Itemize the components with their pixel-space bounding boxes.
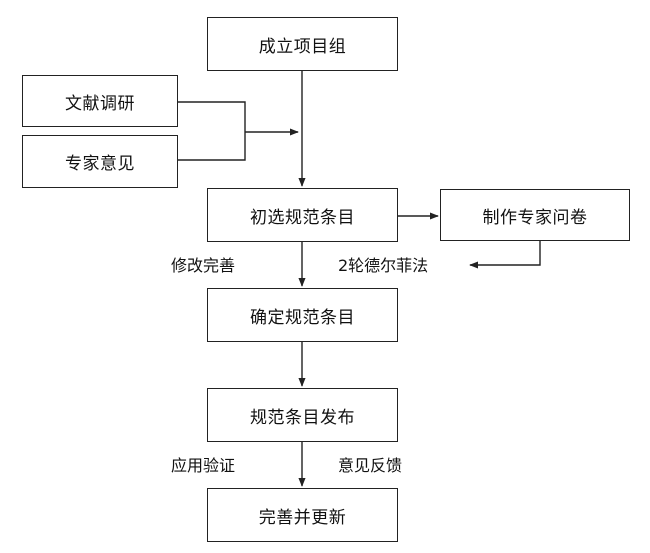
- box-label: 确定规范条目: [250, 307, 355, 328]
- edge-label-application: 应用验证: [171, 456, 236, 475]
- box-label: 成立项目组: [258, 36, 347, 57]
- box-publish-items: 规范条目发布: [207, 388, 398, 442]
- box-label: 制作专家问卷: [482, 207, 588, 228]
- box-confirm-items: 确定规范条目: [207, 288, 398, 342]
- box-label: 完善并更新: [258, 507, 347, 528]
- connector-expert-opinion: [178, 132, 246, 161]
- box-label: 文献调研: [65, 93, 135, 114]
- box-literature-research: 文献调研: [22, 75, 178, 127]
- edge-label-delphi: 2轮德尔菲法: [338, 256, 429, 275]
- edge-label-feedback: 意见反馈: [338, 456, 403, 475]
- box-improve-update: 完善并更新: [207, 488, 398, 542]
- box-expert-questionnaire: 制作专家问卷: [440, 189, 630, 241]
- edge-label-revise: 修改完善: [171, 256, 236, 275]
- arrow-questionnaire-return: [469, 241, 541, 269]
- box-expert-opinion: 专家意见: [22, 135, 178, 188]
- box-label: 初选规范条目: [250, 207, 355, 228]
- box-label: 规范条目发布: [250, 407, 355, 428]
- box-establish-team: 成立项目组: [207, 17, 398, 71]
- box-label: 专家意见: [65, 154, 135, 174]
- box-initial-items: 初选规范条目: [207, 188, 398, 242]
- connector-literature: [178, 101, 246, 132]
